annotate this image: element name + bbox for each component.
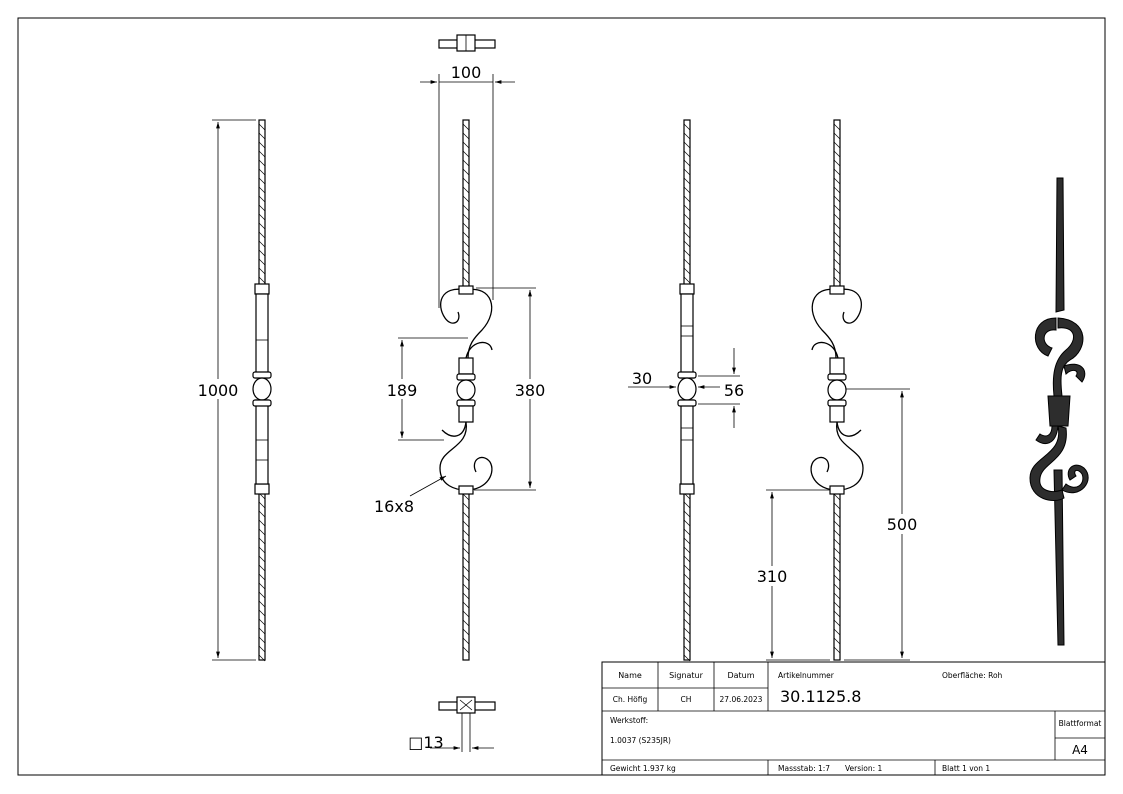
tb-surface: Oberfläche: Roh: [942, 671, 1003, 680]
twisted-bar: [462, 489, 470, 661]
top-view: [438, 34, 496, 52]
tb-scale: Massstab: 1:7: [778, 764, 830, 773]
tb-date-header: Datum: [727, 671, 754, 680]
dim-scroll-spacing-189: 189: [387, 381, 418, 400]
view-front: 1000: [198, 119, 272, 662]
tb-sheet-info: Blatt 1 von 1: [942, 764, 990, 773]
view-side-heights: 310 500: [754, 119, 920, 661]
tb-date: 27.06.2023: [720, 695, 763, 704]
sheet-border: [17, 17, 1106, 776]
tb-signature: CH: [681, 695, 692, 704]
view-collar-detail: 30 56: [628, 119, 744, 662]
tb-sheet-format-label: Blattformat: [1059, 719, 1102, 728]
tb-article-label: Artikelnummer: [778, 671, 835, 680]
dim-collar-30: 30: [632, 369, 652, 388]
tb-weight: Gewicht 1.937 kg: [610, 764, 676, 773]
twisted-bar: [833, 119, 841, 291]
section-view: □13: [408, 696, 496, 752]
tb-material: 1.0037 (S235JR): [610, 736, 671, 745]
twisted-bar: [833, 489, 841, 661]
tb-version: Version: 1: [845, 764, 882, 773]
dim-height-310: 310: [757, 567, 788, 586]
dim-width-100: 100: [451, 63, 482, 82]
tb-sheet-format: A4: [1072, 743, 1088, 757]
tb-article-number: 30.1125.8: [780, 687, 861, 706]
tb-signature-header: Signatur: [669, 671, 704, 680]
dim-height-500: 500: [887, 515, 918, 534]
dim-profile-16x8: 16x8: [374, 497, 414, 516]
dim-ornament-380: 380: [515, 381, 546, 400]
title-block: Name Signatur Datum Ch. Höfig CH 27.06.2…: [601, 661, 1106, 776]
dim-bar-square-13: □13: [408, 733, 443, 752]
view-side-scrolls: 100 189 380 16x8 □13: [374, 34, 548, 752]
tb-name: Ch. Höfig: [613, 695, 648, 704]
tb-material-label: Werkstoff:: [610, 716, 648, 725]
twisted-bar: [462, 119, 470, 291]
tb-name-header: Name: [618, 671, 642, 680]
dim-height-1000: 1000: [198, 381, 239, 400]
dim-collar-56: 56: [724, 381, 744, 400]
view-isometric: [1029, 177, 1089, 646]
